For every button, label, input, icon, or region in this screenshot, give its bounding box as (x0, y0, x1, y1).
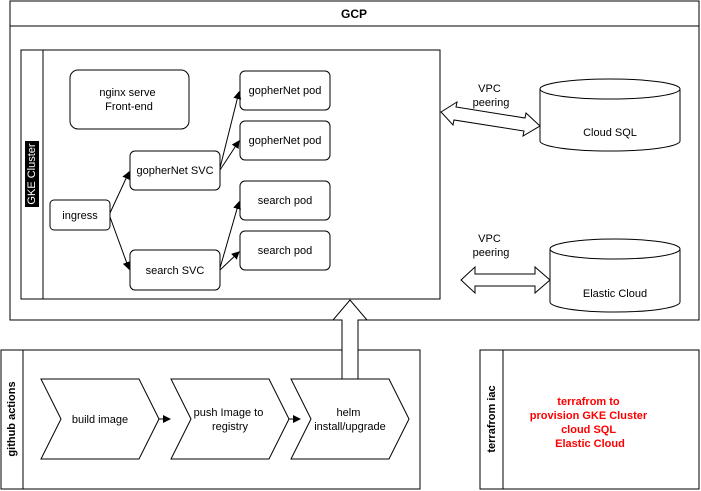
search-pod-2: search pod (239, 230, 331, 271)
ingress-label: ingress (62, 210, 98, 222)
search-pod-1: search pod (239, 180, 331, 221)
svg-text:VPC peering: VPC peering (473, 233, 510, 259)
gcp-title: GCP (341, 7, 367, 21)
gophernet-pod-1-label: gopherNet pod (249, 85, 322, 97)
search-svc-label: search SVC (146, 265, 205, 277)
vpc-elastic-label-line2: peering (473, 247, 510, 259)
step-push-label-line1: push Image to (194, 407, 264, 419)
vpc-elastic-label-line1: VPC (478, 233, 501, 245)
gophernet-svc-to-pod2-arrow (219, 140, 240, 171)
step-push-label-line2: registry (212, 421, 249, 433)
elastic-cloud-label: Elastic Cloud (583, 288, 647, 300)
nginx-label-line2: Front-end (105, 101, 153, 113)
search-svc-node: search SVC (129, 249, 221, 291)
gke-label-bg (25, 141, 39, 207)
gke-connectors (109, 91, 242, 271)
gophernet-pod-1: gopherNet pod (239, 70, 331, 111)
terraform-text-line4: Elastic Cloud (555, 438, 625, 450)
gophernet-svc-to-pod1-arrow (219, 91, 242, 169)
github-actions-label: github actions (6, 381, 18, 456)
cloud-sql-database: Cloud SQL (539, 78, 681, 152)
svg-text:terrafrom to provision G: terrafrom to provision GKE Cluster cloud… (530, 396, 650, 450)
step-helm-label-line2: install/upgrade (314, 421, 386, 433)
gophernet-pod-2: gopherNet pod (239, 120, 331, 161)
svg-text:push Image to registry: push Image to registry (194, 407, 267, 433)
gophernet-svc-node: gopherNet SVC (129, 150, 221, 191)
svg-text:nginx serve Front-end: nginx serve Front-end (99, 87, 158, 113)
gophernet-pod-2-label: gopherNet pod (249, 135, 322, 147)
elastic-cloud-database: Elastic Cloud (549, 238, 681, 313)
ingress-node: ingress (49, 199, 111, 231)
search-svc-to-pod1-arrow (219, 201, 241, 269)
gophernet-svc-label: gopherNet SVC (136, 165, 213, 177)
gke-cluster: GKE Cluster (20, 49, 441, 300)
terraform-text-line1: terrafrom to (557, 396, 620, 408)
svg-text:VPC peering: VPC peering (473, 83, 510, 109)
ingress-to-search-svc-arrow (109, 216, 131, 270)
terraform-text-line3: cloud SQL (561, 424, 616, 436)
step-helm-install: helm install/upgrade (290, 378, 410, 460)
nginx-frontend-node: nginx serve Front-end (69, 69, 190, 130)
svg-text:helm install/upgrade: helm install/upgrade (314, 407, 386, 433)
step-helm-label-line1: helm (337, 407, 361, 419)
vpc-sql-label-line1: VPC (478, 83, 501, 95)
terraform-text-line2: provision GKE Cluster (530, 410, 648, 422)
cloud-sql-label: Cloud SQL (583, 127, 637, 139)
step-build-image-label: build image (72, 414, 128, 426)
terraform-iac-container: terrafrom iac terrafrom to provision GKE… (479, 349, 700, 490)
gke-cluster-label: GKE Cluster (26, 143, 38, 204)
search-pod-1-label: search pod (258, 195, 312, 207)
helm-to-gke-deploy-arrow (331, 299, 369, 380)
step-build-image: build image (40, 378, 160, 460)
search-svc-to-pod2-arrow (219, 251, 240, 271)
ingress-to-gophernet-svc-arrow (109, 171, 130, 214)
vpc-sql-label-line2: peering (473, 97, 510, 109)
terraform-iac-label: terrafrom iac (486, 385, 498, 452)
step-push-image: push Image to registry (170, 378, 290, 460)
nginx-label-line1: nginx serve (99, 87, 155, 99)
search-pod-2-label: search pod (258, 245, 312, 257)
